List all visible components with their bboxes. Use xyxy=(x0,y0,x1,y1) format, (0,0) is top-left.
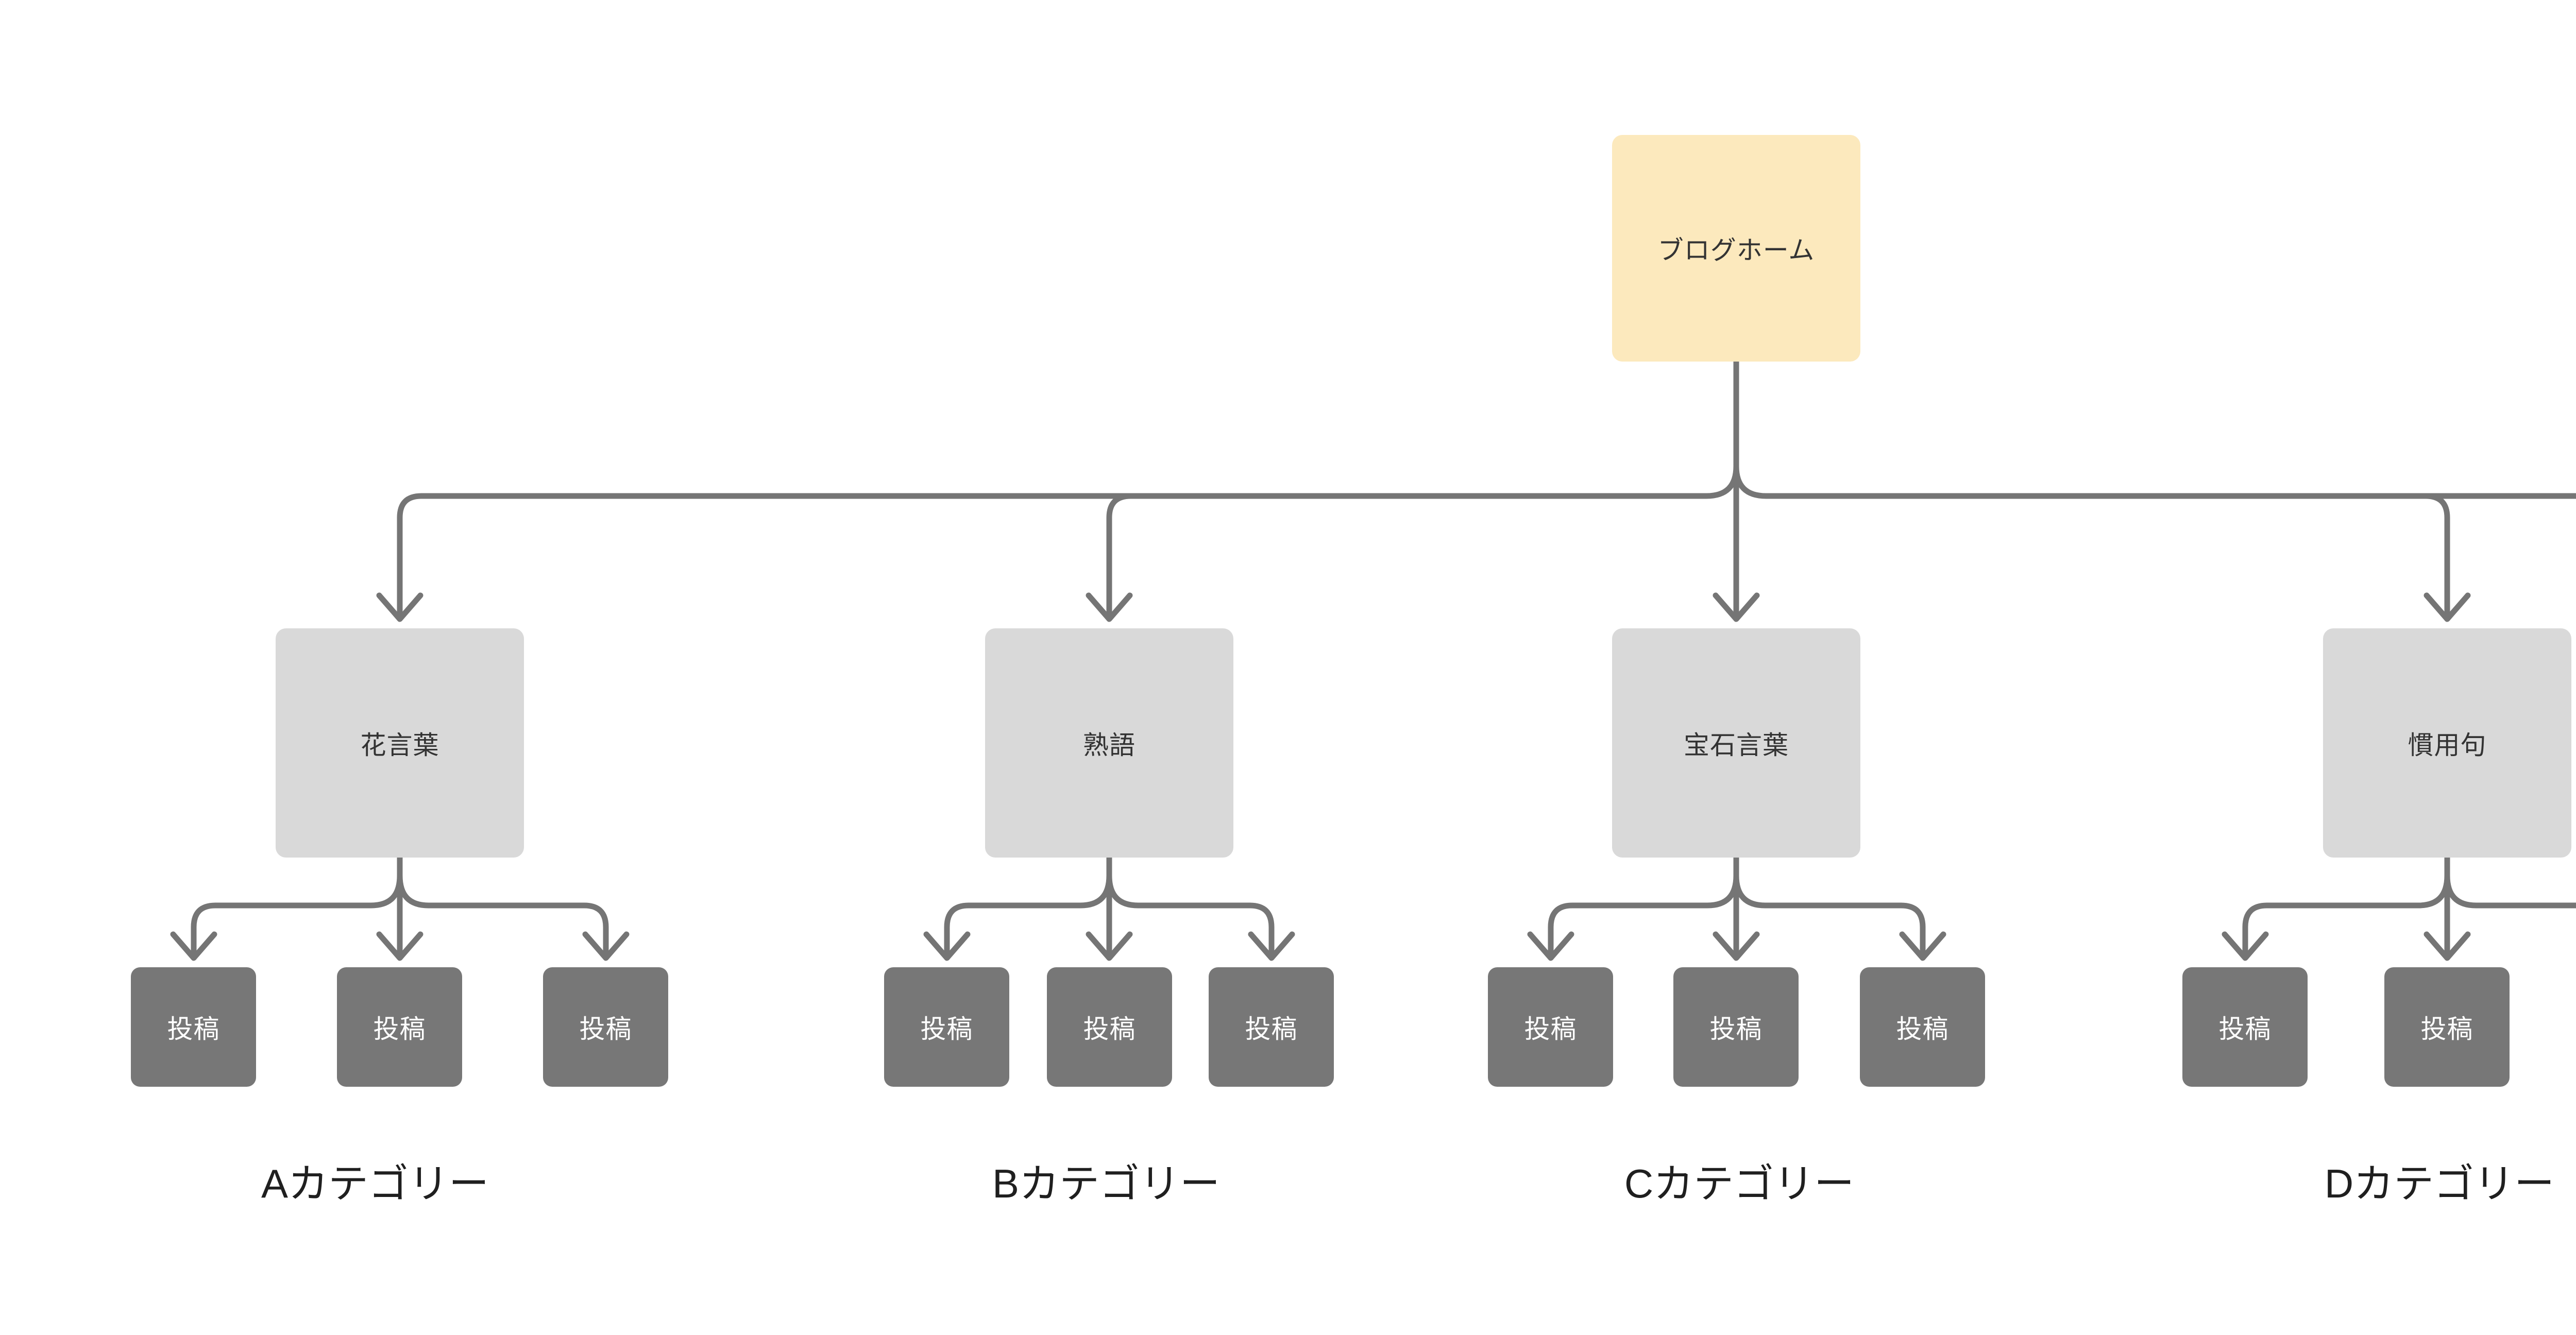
category-group-label-b: Bカテゴリー xyxy=(992,1161,1221,1206)
arrowhead-down-icon xyxy=(1248,931,1295,961)
node-category-d: 慣用句 xyxy=(2323,628,2571,858)
arrowhead-down-icon xyxy=(1086,931,1133,961)
node-post-c1: 投稿 xyxy=(1488,967,1613,1087)
connector-line xyxy=(191,872,403,959)
arrowhead-down-icon xyxy=(1527,931,1574,961)
connector-category-a-to-posts xyxy=(170,854,630,961)
category-group-label-a: Aカテゴリー xyxy=(261,1161,489,1206)
category-group-label-c: Cカテゴリー xyxy=(1624,1161,1855,1206)
arrowhead-down-icon xyxy=(923,931,971,961)
node-post-a2: 投稿 xyxy=(337,967,462,1087)
node-category-b: 熟語 xyxy=(985,628,1233,858)
arrowhead-down-icon xyxy=(2424,592,2471,622)
connector-line xyxy=(2242,872,2450,959)
connector-category-c-to-posts xyxy=(1527,854,1946,961)
connector-category-b-to-posts xyxy=(923,854,1295,961)
node-post-d1: 投稿 xyxy=(2182,967,2308,1087)
category-group-label-d: Dカテゴリー xyxy=(2324,1161,2555,1206)
connector-line xyxy=(1548,872,1739,959)
arrowhead-down-icon xyxy=(1713,592,1760,622)
connector-category-d-to-posts xyxy=(2222,854,2576,961)
node-post-b1: 投稿 xyxy=(884,967,1009,1087)
arrowhead-down-icon xyxy=(2222,931,2269,961)
connector-line xyxy=(1106,493,1134,620)
node-post-c3: 投稿 xyxy=(1860,967,1985,1087)
node-post-d2: 投稿 xyxy=(2384,967,2510,1087)
connector-line xyxy=(2444,872,2576,909)
arrowhead-down-icon xyxy=(170,931,217,961)
arrowhead-down-icon xyxy=(2424,931,2471,961)
connector-line xyxy=(1106,872,1275,959)
node-category-c: 宝石言葉 xyxy=(1612,628,1860,858)
arrowhead-down-icon xyxy=(1713,931,1760,961)
node-post-b3: 投稿 xyxy=(1209,967,1334,1087)
node-category-a: 花言葉 xyxy=(276,628,524,858)
connector-line xyxy=(397,872,609,959)
connector-line xyxy=(2422,493,2450,620)
node-post-a3: 投稿 xyxy=(543,967,668,1087)
node-blog-home: ブログホーム xyxy=(1612,135,1860,362)
connector-line xyxy=(1733,872,1926,959)
connector-line xyxy=(1733,463,2576,499)
node-post-a1: 投稿 xyxy=(131,967,256,1087)
connector-line xyxy=(944,872,1112,959)
connector-line xyxy=(397,463,1739,620)
arrowhead-down-icon xyxy=(1899,931,1946,961)
connector-home-to-categories xyxy=(376,358,2576,622)
node-post-b2: 投稿 xyxy=(1047,967,1172,1087)
arrowhead-down-icon xyxy=(376,931,423,961)
arrowhead-down-icon xyxy=(582,931,630,961)
node-post-c2: 投稿 xyxy=(1673,967,1799,1087)
arrowhead-down-icon xyxy=(376,592,423,622)
arrowhead-down-icon xyxy=(1086,592,1133,622)
